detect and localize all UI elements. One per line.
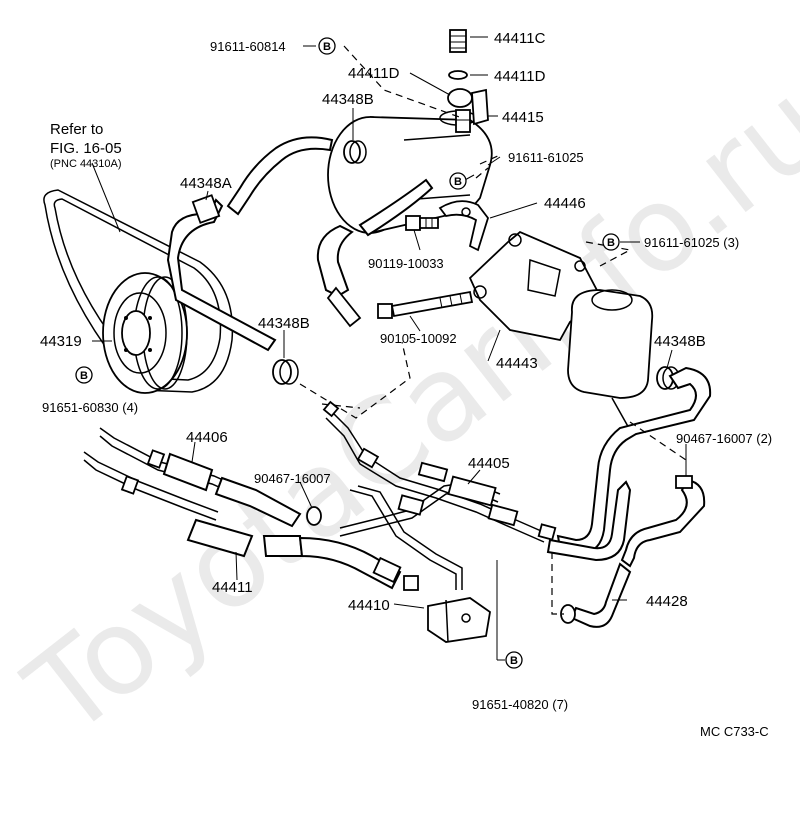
label-44446: 44446: [544, 195, 586, 212]
svg-text:B: B: [454, 176, 462, 188]
badge-91651-40820: B: [505, 651, 523, 669]
badge-91611-60814: B: [318, 37, 336, 55]
hose-pump-to-tube: [546, 480, 632, 562]
label-91611-61025: 91611-61025: [508, 150, 584, 165]
drive-belt: [43, 189, 234, 393]
hose-44348a: [166, 136, 334, 352]
label-44411d-left: 44411D: [348, 65, 400, 82]
label-91651-40820: 91651-40820 (7): [472, 697, 568, 712]
label-44443: 44443: [496, 355, 538, 372]
label-90467-16007-2: 90467-16007 (2): [676, 431, 772, 446]
pressure-hose-44411: [262, 535, 419, 591]
clamp-90467-16007-left: [306, 506, 322, 526]
label-44411d-right: 44411D: [494, 68, 546, 85]
svg-text:B: B: [323, 41, 331, 53]
reference-line-3: (PNC 44310A): [50, 158, 122, 170]
badge-91651-60830: B: [75, 366, 93, 384]
label-44348a: 44348A: [180, 175, 232, 192]
crank-pulley: [102, 272, 188, 394]
reference-line-2: FIG. 16-05: [50, 140, 122, 157]
badge-91611-61025-3: B: [602, 233, 620, 251]
label-44348b-mid: 44348B: [258, 315, 310, 332]
reservoir-cap: [447, 29, 489, 133]
label-44410: 44410: [348, 597, 390, 614]
figure-code: MC C733-C: [700, 724, 769, 739]
label-44405: 44405: [468, 455, 510, 472]
label-91611-60814: 91611-60814: [210, 39, 286, 54]
label-91611-61025-3: 91611-61025 (3): [644, 235, 739, 250]
svg-text:B: B: [80, 370, 88, 382]
label-44415: 44415: [502, 109, 544, 126]
label-44348b-right: 44348B: [654, 333, 706, 350]
dashed-lines: [299, 45, 687, 615]
clamp-90467-16007-right: [675, 475, 693, 489]
svg-text:B: B: [607, 237, 615, 249]
label-44411c: 44411C: [494, 30, 546, 47]
bolt-90119-10033: [405, 215, 439, 231]
label-91651-60830: 91651-60830 (4): [42, 400, 138, 415]
label-44411: 44411: [212, 579, 253, 596]
label-44319: 44319: [40, 333, 82, 350]
tube-bracket-44410: [427, 597, 491, 643]
return-hose-44428: [556, 366, 712, 628]
label-44406: 44406: [186, 429, 228, 446]
pressure-tube-44406: [83, 427, 302, 558]
label-44428: 44428: [646, 593, 688, 610]
clamp-44348b-right: [656, 366, 680, 390]
suction-hose: [316, 224, 362, 328]
clamp-44348b-mid: [272, 359, 299, 385]
bracket-44446: [438, 200, 489, 252]
svg-text:B: B: [510, 655, 518, 667]
badge-91611-61025: B: [449, 172, 467, 190]
leader-lines: [91, 36, 687, 661]
label-90105-10092: 90105-10092: [380, 331, 457, 346]
bolt-90105-10092: [377, 290, 474, 319]
pressure-tube-44405: [322, 400, 557, 590]
reference-line-1: Refer to: [50, 121, 103, 138]
vane-pump: [567, 289, 654, 431]
label-44348b-top: 44348B: [322, 91, 374, 108]
label-90467-16007: 90467-16007: [254, 471, 331, 486]
label-90119-10033: 90119-10033: [368, 256, 444, 271]
clamp-44348b-top: [343, 140, 367, 164]
